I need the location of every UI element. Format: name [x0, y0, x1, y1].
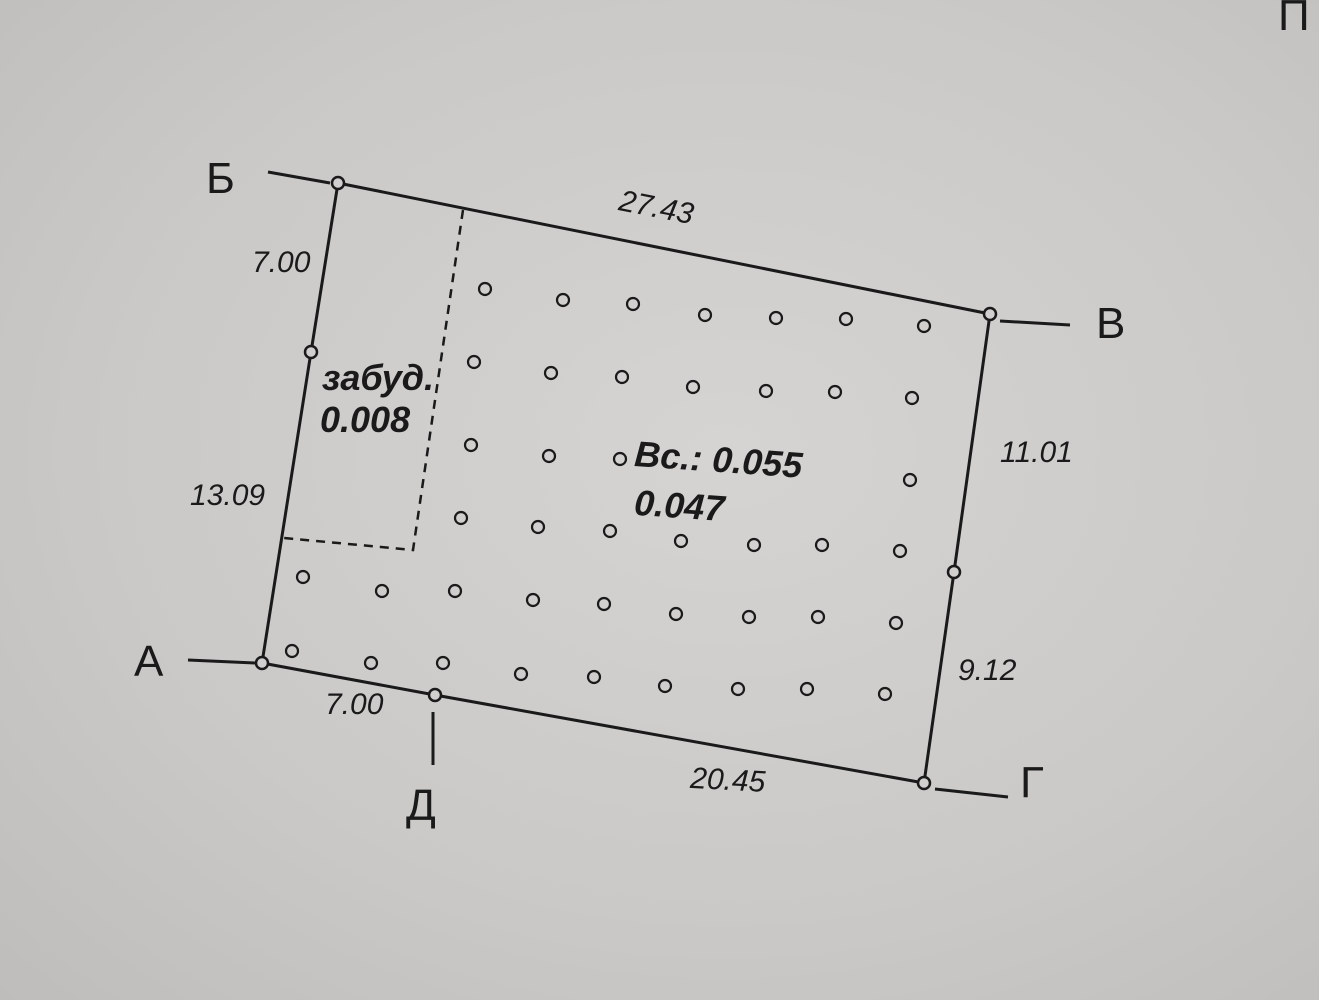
hatch-dot — [768, 310, 784, 326]
vertex-marker — [330, 175, 346, 191]
hatch-dot — [892, 543, 908, 559]
dim-left-upper: 7.00 — [252, 246, 311, 279]
leader-g — [934, 787, 1009, 799]
hatch-dot — [541, 448, 557, 464]
point-a-label: А — [134, 637, 164, 686]
hatch-dot — [668, 606, 684, 622]
hatch-dot — [730, 681, 746, 697]
hatch-dot — [625, 296, 641, 312]
vertex-marker — [254, 655, 270, 671]
vertex-marker — [946, 564, 962, 580]
built-area-label: забуд. — [322, 357, 434, 398]
dim-bottom-right: 20.45 — [688, 762, 766, 799]
hatch-dot — [447, 583, 463, 599]
hatch-dot — [814, 537, 830, 553]
built-area-value: 0.008 — [320, 399, 410, 440]
hatch-dot — [838, 311, 854, 327]
leader-b — [267, 170, 331, 185]
hatch-dot — [530, 519, 546, 535]
hatch-dot — [685, 379, 701, 395]
vertex-marker — [427, 687, 443, 703]
hatch-dot — [904, 390, 920, 406]
hatch-dot — [602, 523, 618, 539]
leader-v — [999, 319, 1071, 327]
vertex-marker — [916, 775, 932, 791]
hatch-dot — [902, 472, 918, 488]
total-area-label: Вс.: 0.055 — [633, 433, 805, 486]
hatch-dot — [657, 678, 673, 694]
hatch-dot — [555, 292, 571, 308]
vertex-marker — [982, 306, 998, 322]
hatch-dot — [612, 451, 628, 467]
hatch-dot — [543, 365, 559, 381]
dim-left-lower: 13.09 — [190, 479, 265, 512]
hatch-dot — [810, 609, 826, 625]
vertex-marker — [303, 344, 319, 360]
hatch-dot — [374, 583, 390, 599]
hatch-dot — [916, 318, 932, 334]
point-g-label: Г — [1020, 758, 1044, 807]
hatch-dot — [888, 615, 904, 631]
hatch-dot — [741, 609, 757, 625]
dim-right-lower: 9.12 — [958, 654, 1017, 687]
hatch-dot — [827, 384, 843, 400]
hatch-dot — [799, 681, 815, 697]
hatch-dot — [477, 281, 493, 297]
dim-top: 27.43 — [615, 184, 696, 231]
hatch-dot — [513, 666, 529, 682]
point-v-label: В — [1096, 299, 1125, 348]
plot-boundary — [260, 181, 992, 785]
hatch-dot — [295, 569, 311, 585]
hatch-dot — [614, 369, 630, 385]
leader-a — [187, 658, 256, 665]
dim-bottom-left: 7.00 — [325, 688, 384, 721]
hatch-dot — [758, 383, 774, 399]
hatch-dot — [596, 596, 612, 612]
hatch-dot — [463, 437, 479, 453]
hatch-dot — [363, 655, 379, 671]
total-area-value: 0.047 — [633, 482, 728, 529]
building-outline — [283, 209, 465, 552]
point-b-label: Б — [206, 154, 235, 203]
dim-right-upper: 11.01 — [1000, 436, 1073, 469]
corner-text: П — [1278, 0, 1310, 40]
hatch-dot — [877, 686, 893, 702]
hatch-dot — [746, 537, 762, 553]
hatch-dot — [435, 655, 451, 671]
hatch-dot — [697, 307, 713, 323]
point-d-label: Д — [406, 781, 436, 830]
hatch-dot — [453, 510, 469, 526]
hatch-dot — [673, 533, 689, 549]
hatch-dot — [466, 354, 482, 370]
hatch-dot — [284, 643, 300, 659]
hatch-dot — [586, 669, 602, 685]
hatch-dot — [525, 592, 541, 608]
